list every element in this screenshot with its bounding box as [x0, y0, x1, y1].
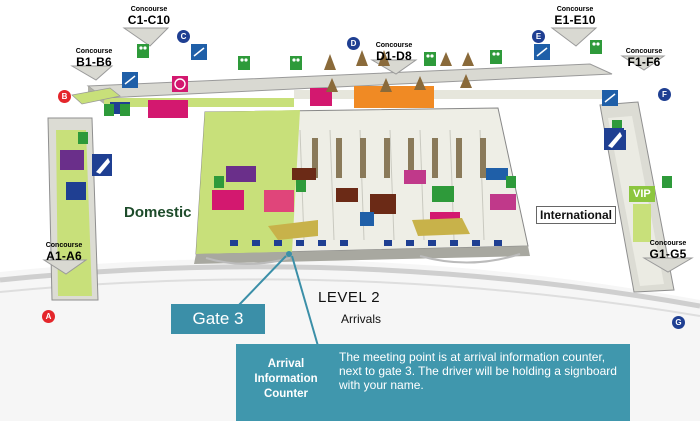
gate-doors	[230, 240, 502, 246]
pier-floor-right	[294, 90, 604, 99]
pier-floor-left	[104, 98, 294, 107]
shop-domestic-2	[212, 190, 244, 210]
shop-domestic-1	[226, 166, 256, 182]
info-counter-marker	[360, 212, 374, 226]
concourse-d-name: D1-D8	[376, 49, 412, 63]
concourse-g-label: Concourse G1-G5	[646, 240, 690, 260]
shop-icon	[172, 76, 188, 92]
badge-e: E	[532, 30, 545, 43]
counter-rows	[312, 138, 486, 178]
escalator-right	[412, 218, 470, 236]
restroom-block	[432, 186, 454, 202]
concourse-d-caption: Concourse	[375, 42, 413, 49]
concourse-g-caption: Concourse	[649, 240, 687, 247]
service-intl	[486, 168, 508, 180]
concourse-b-label: Concourse B1-B6	[72, 48, 116, 68]
vip-floor	[633, 204, 651, 242]
road-lane	[0, 278, 700, 317]
concourse-f-caption: Concourse	[625, 48, 663, 55]
concourse-a-label: Concourse A1-A6	[44, 242, 84, 262]
arrival-info-callout: Arrival Information Counter The meeting …	[236, 344, 630, 421]
shop-domestic-3	[264, 190, 294, 212]
concourse-d-label: Concourse D1-D8	[370, 42, 418, 62]
concourse-a-name: A1-A6	[46, 249, 82, 263]
concourse-g-name: G1-G5	[649, 247, 687, 261]
meeting-point-description: The meeting point is at arrival informat…	[339, 350, 617, 392]
concourse-connectors	[42, 27, 694, 275]
concourse-b-caption: Concourse	[75, 48, 113, 55]
gate-3-callout: Gate 3	[171, 304, 265, 334]
badge-d: D	[347, 37, 360, 50]
shop-d-left	[310, 88, 332, 106]
airplane-icon	[92, 128, 624, 176]
gate-pointer-line	[237, 255, 287, 307]
counter-pointer-line	[291, 255, 319, 347]
concourse-a-caption: Concourse	[45, 242, 83, 249]
badge-b: B	[58, 90, 71, 103]
pier-a-floor	[56, 130, 92, 296]
domestic-label: Domestic	[124, 204, 192, 221]
shop-central	[148, 100, 188, 118]
level-title: LEVEL 2	[318, 289, 381, 306]
shop-a-1	[60, 150, 84, 170]
concourse-c-label: Concourse C1-C10	[122, 6, 176, 26]
restaurant-2	[336, 188, 358, 202]
badge-f: F	[658, 88, 671, 101]
concourse-e-caption: Concourse	[556, 6, 594, 13]
badge-g: G	[672, 316, 685, 329]
duty-free-d	[354, 86, 434, 108]
level-subtitle: Arrivals	[341, 312, 382, 326]
temple-ornaments	[324, 50, 474, 92]
gate-3-marker	[286, 251, 292, 257]
road-edge	[0, 264, 700, 309]
concourse-e-name: E1-E10	[554, 13, 596, 27]
badge-a: A	[42, 310, 55, 323]
concourse-f-label: Concourse F1-F6	[622, 48, 666, 68]
concourse-c-name: C1-C10	[127, 13, 171, 27]
international-label: International	[536, 206, 617, 224]
shop-intl-1	[404, 170, 426, 184]
wing-b	[71, 87, 121, 105]
escalator-left	[268, 220, 318, 240]
concourse-e-label: Concourse E1-E10	[548, 6, 602, 26]
concourse-c-caption: Concourse	[130, 6, 168, 13]
restaurant-3	[370, 194, 396, 214]
terminal-front	[194, 246, 530, 264]
badge-c: C	[177, 30, 190, 43]
vip-label: VIP	[629, 186, 655, 202]
restaurant-1	[292, 168, 316, 180]
arrival-info-counter-title: Arrival Information Counter	[254, 358, 318, 400]
airline-a	[66, 182, 86, 200]
ramp-right	[419, 253, 521, 264]
concourse-b-name: B1-B6	[76, 55, 112, 69]
shop-intl-3	[490, 194, 516, 210]
concourse-f-name: F1-F6	[627, 55, 661, 69]
